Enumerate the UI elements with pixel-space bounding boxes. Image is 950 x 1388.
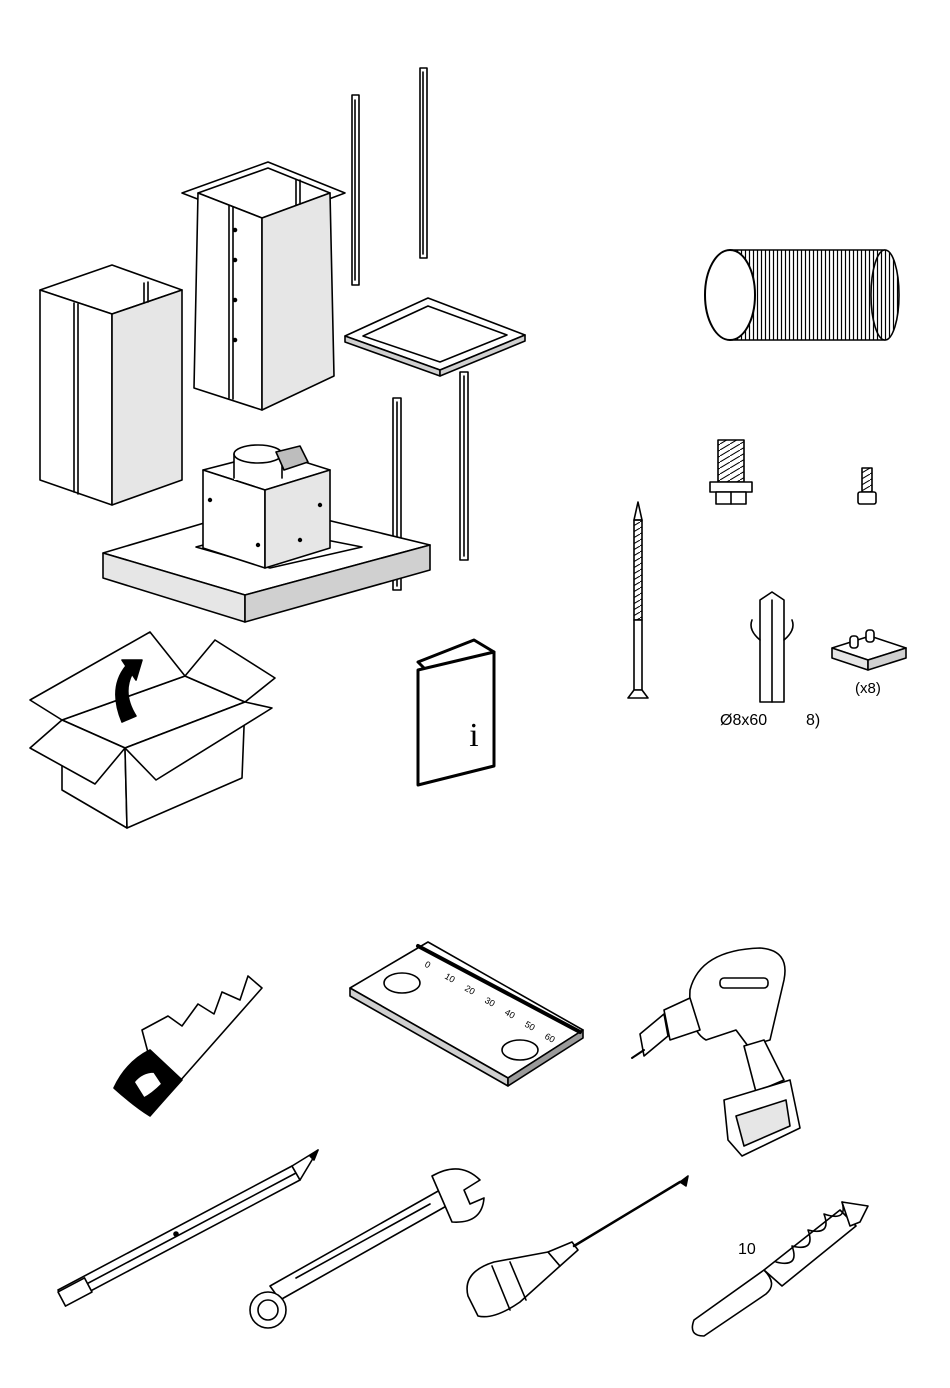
- instruction-manual-icon: [418, 640, 494, 785]
- saw-icon: [114, 976, 262, 1116]
- wall-plug-count-label: 8): [806, 712, 820, 730]
- manual-info-symbol: i: [469, 717, 478, 754]
- hex-bolt: [710, 440, 752, 504]
- flexible-hose: [705, 250, 899, 340]
- wall-plug: [751, 592, 793, 702]
- screwdriver-icon: [467, 1176, 688, 1317]
- spacer-count-label: (x8): [855, 680, 881, 697]
- bracket-rails-upper: [352, 68, 427, 285]
- mounting-frame: [345, 298, 525, 376]
- wall-plug-size-label: Ø8x60: [720, 712, 767, 730]
- drill-bit-icon: [692, 1202, 868, 1336]
- wrench-icon: [250, 1169, 484, 1328]
- drill-bit-size-label: 10: [738, 1241, 756, 1259]
- chimney-cover-upper: [182, 162, 345, 410]
- chimney-cover-lower: [40, 265, 182, 505]
- open-box-icon: [30, 632, 275, 828]
- small-screw: [858, 468, 876, 504]
- spacer-block: [832, 630, 906, 670]
- wood-screw: [628, 502, 648, 698]
- ruler-template: [350, 942, 583, 1086]
- electric-drill-icon: [632, 948, 800, 1156]
